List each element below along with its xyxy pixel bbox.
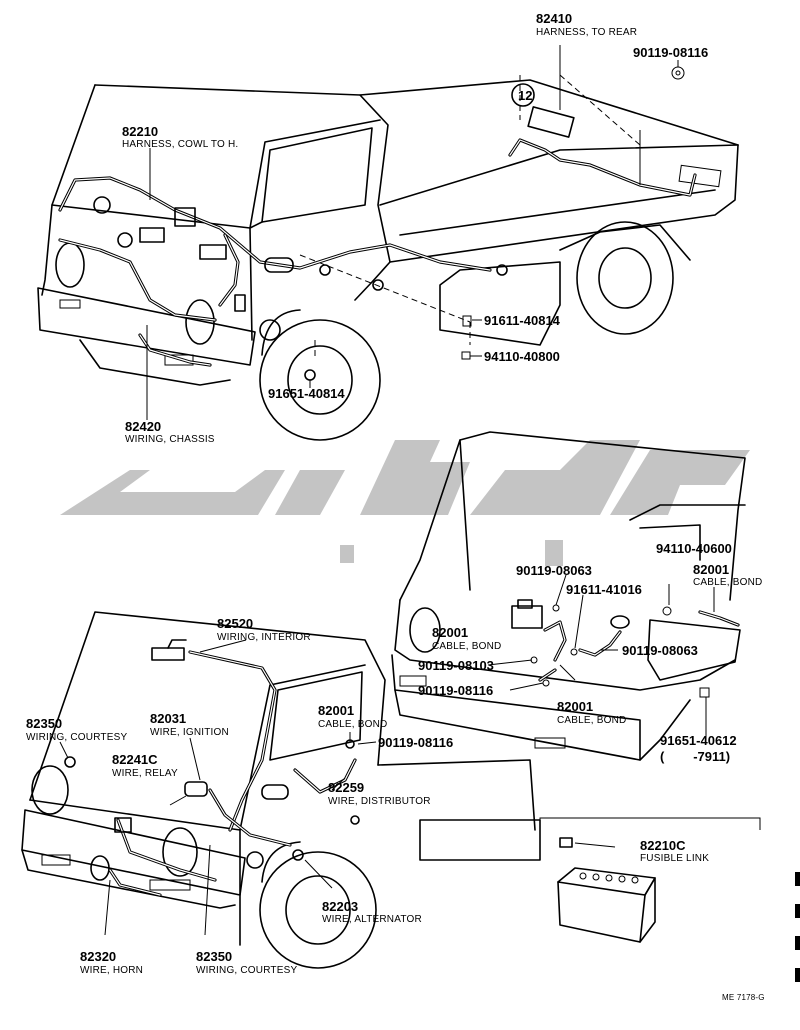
part-number-94110-40800: 94110-40800 bbox=[484, 349, 560, 364]
part-number-90119-08116-cab: 90119-08116 bbox=[378, 735, 453, 750]
part-number-90119-08103: 90119-08103 bbox=[418, 658, 494, 673]
part-number-82001-bottom: 82001 bbox=[557, 699, 593, 714]
part-desc-82420: WIRING, CHASSIS bbox=[125, 434, 215, 445]
part-number-82520: 82520 bbox=[217, 616, 253, 631]
part-labels: 82410 HARNESS, TO REAR 90119-08116 12 82… bbox=[26, 11, 765, 1002]
part-number-82001-cab: 82001 bbox=[318, 703, 354, 718]
part-desc-82001-bottom: CABLE, BOND bbox=[557, 715, 626, 726]
part-number-82001-right: 82001 bbox=[693, 562, 729, 577]
part-number-82350-top: 82350 bbox=[26, 716, 62, 731]
part-desc-82210: HARNESS, COWL TO H. bbox=[122, 139, 238, 150]
part-number-82259: 82259 bbox=[328, 780, 364, 795]
part-number-90119-08063-a: 90119-08063 bbox=[516, 563, 592, 578]
part-number-91611-40814: 91611-40814 bbox=[484, 313, 561, 328]
part-desc-82203: WIRE, ALTERNATOR bbox=[322, 914, 422, 925]
part-number-90119-08116-top: 90119-08116 bbox=[633, 45, 708, 60]
part-desc-82520: WIRING, INTERIOR bbox=[217, 632, 311, 643]
watermark-logo bbox=[60, 440, 750, 566]
part-number-90119-08116-mid: 90119-08116 bbox=[418, 683, 493, 698]
part-number-82241c: 82241C bbox=[112, 752, 158, 767]
part-number-91651-40814: 91651-40814 bbox=[268, 386, 345, 401]
part-desc-82001-cab: CABLE, BOND bbox=[318, 719, 387, 730]
part-desc-82031: WIRE, IGNITION bbox=[150, 727, 229, 738]
part-number-90119-08063-b: 90119-08063 bbox=[622, 643, 698, 658]
callout-circle bbox=[511, 83, 535, 107]
part-number-82420: 82420 bbox=[125, 419, 161, 434]
part-desc-82210c: FUSIBLE LINK bbox=[640, 853, 709, 864]
part-desc-82001-right: CABLE, BOND bbox=[693, 577, 762, 588]
part-desc-82001-left: CABLE, BOND bbox=[432, 641, 501, 652]
part-number-82210: 82210 bbox=[122, 124, 158, 139]
diagram-code: ME 7178-G bbox=[722, 993, 765, 1002]
part-desc-82350-top: WIRING, COURTESY bbox=[26, 732, 127, 743]
part-desc-82241c: WIRE, RELAY bbox=[112, 768, 178, 779]
top-truck-drawing bbox=[37, 45, 739, 441]
part-number-82350-bottom: 82350 bbox=[196, 949, 232, 964]
part-desc-82410: HARNESS, TO REAR bbox=[536, 27, 637, 38]
part-desc-82350-bottom: WIRING, COURTESY bbox=[196, 965, 297, 976]
part-desc-82320: WIRE, HORN bbox=[80, 965, 143, 976]
part-number-94110-40600: 94110-40600 bbox=[656, 541, 732, 556]
part-number-82210c: 82210C bbox=[640, 838, 686, 853]
part-desc-82259: WIRE, DISTRIBUTOR bbox=[328, 796, 431, 807]
part-note-91651-40612: ( -7911) bbox=[660, 749, 730, 764]
bottom-cab-drawing bbox=[21, 611, 800, 982]
callout-number-12: 12 bbox=[518, 88, 532, 103]
part-number-91611-41016: 91611-41016 bbox=[566, 582, 642, 597]
right-cab-drawing bbox=[391, 431, 746, 761]
part-number-82001-left: 82001 bbox=[432, 625, 468, 640]
part-number-82320: 82320 bbox=[80, 949, 116, 964]
part-number-82410: 82410 bbox=[536, 11, 572, 26]
part-number-82203: 82203 bbox=[322, 899, 358, 914]
part-number-82031: 82031 bbox=[150, 711, 186, 726]
part-number-91651-40612: 91651-40612 bbox=[660, 733, 737, 748]
